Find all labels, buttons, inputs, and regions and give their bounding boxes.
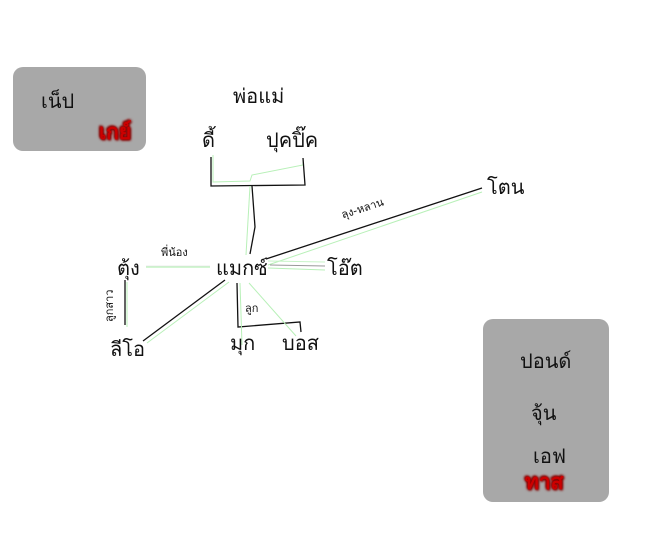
edge-center-leo	[142, 279, 230, 344]
parents-heading: พ่อแม่	[233, 84, 285, 108]
edge-tung-leo	[124, 280, 128, 327]
node-dad[interactable]: ดี้	[202, 128, 215, 152]
node-mom[interactable]: ปุคปิ๊ค	[266, 128, 319, 152]
edge-center-children	[236, 282, 302, 346]
parents-bracket-line	[210, 157, 306, 187]
node-tung[interactable]: ตุ้ง	[117, 256, 140, 280]
box-right-name-1: ปอนด์	[520, 349, 572, 373]
box-left-name: เน็ป	[41, 89, 75, 113]
node-boss[interactable]: บอส	[282, 331, 319, 355]
parents-bracket-shadow	[212, 155, 304, 183]
group-box-left: เน็ป เกย์	[13, 67, 146, 151]
box-left-tag: เกย์	[99, 120, 132, 144]
node-leo[interactable]: ลีโอ	[110, 337, 146, 361]
box-right-name-3: เอฟ	[533, 444, 567, 468]
box-right-name-2: จุ้น	[531, 401, 557, 425]
edge-center-tung	[146, 265, 210, 268]
edge-label-siblings: พี่น้อง	[161, 246, 188, 259]
node-center[interactable]: แมกซ์	[216, 256, 268, 280]
node-muk[interactable]: มุก	[230, 331, 256, 355]
node-ton[interactable]: โตน	[487, 175, 525, 199]
edge-center-ton	[265, 187, 483, 266]
parents-bracket	[210, 155, 306, 187]
edge-parents-center	[245, 185, 256, 256]
edge-label-daughter: ลูกสาว	[103, 289, 116, 322]
box-right-tag: ทาส	[525, 470, 564, 494]
node-ot[interactable]: โอ๊ต	[327, 256, 363, 280]
edge-label-child: ลูก	[245, 302, 259, 315]
edge-center-ot	[267, 260, 326, 271]
group-box-right: ปอนด์ จุ้น เอฟ ทาส	[483, 319, 609, 502]
